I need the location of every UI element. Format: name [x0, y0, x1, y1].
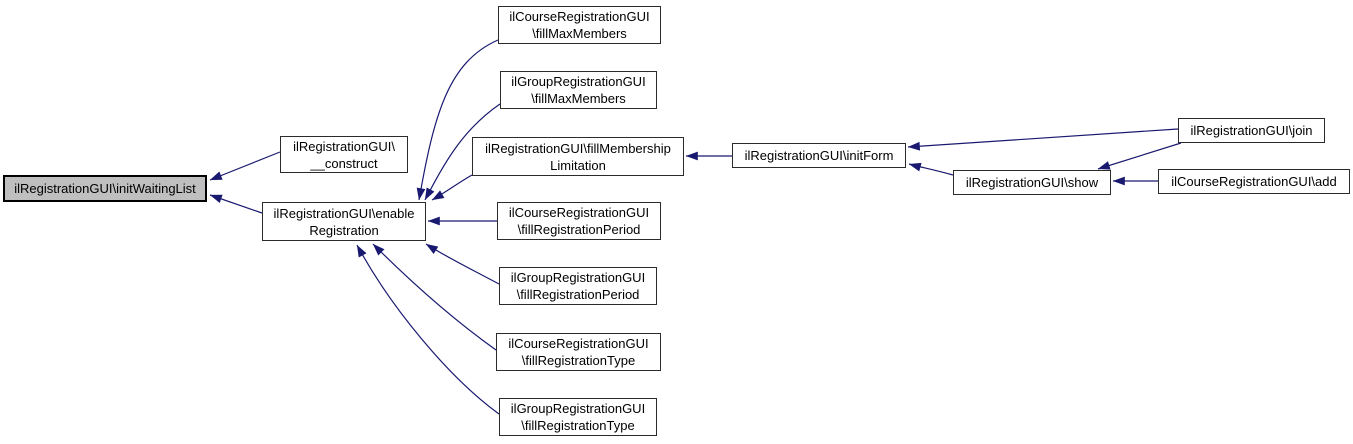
- graph-node-courseFillMaxMembers[interactable]: ilCourseRegistrationGUI \fillMaxMembers: [498, 6, 661, 44]
- node-label-line: ilCourseRegistrationGUI: [509, 9, 650, 24]
- node-label-line: ilCourseRegistrationGUI\add: [1171, 174, 1337, 189]
- graph-edge-join-show: [1097, 142, 1182, 170]
- node-label-line: ilRegistrationGUI\join: [1190, 123, 1313, 138]
- node-label-line: \fillMaxMembers: [532, 26, 627, 41]
- graph-edge-join-initForm: [907, 128, 1179, 151]
- node-label-line: ilRegistrationGUI\initWaitingList: [14, 181, 196, 196]
- node-label-line: Limitation: [550, 157, 606, 173]
- node-label-line: \fillRegistrationPeriod: [516, 287, 640, 302]
- graph-node-construct[interactable]: ilRegistrationGUI\__construct: [280, 136, 408, 173]
- graph-edge-courseFillMaxMembers-enableRegistration: [416, 39, 499, 201]
- graph-node-groupFillRegistrationType[interactable]: ilGroupRegistrationGUI \fillRegistrationT…: [499, 398, 657, 436]
- graph-edge-construct-initWaitingList: [209, 151, 281, 181]
- graph-node-courseFillRegistrationPeriod[interactable]: ilCourseRegistrationGUI \fillRegistration…: [497, 202, 661, 240]
- graph-node-courseFillRegistrationType[interactable]: ilCourseRegistrationGUI \fillRegistration…: [496, 333, 661, 371]
- graph-edge-fillMembershipLimitation-enableRegistration: [431, 174, 473, 201]
- node-label-line: ilRegistrationGUI\initForm: [744, 148, 894, 163]
- graph-node-groupFillMaxMembers[interactable]: ilGroupRegistrationGUI \fillMaxMembers: [500, 71, 657, 109]
- node-label-line: Registration: [309, 222, 379, 238]
- graph-edge-groupFillRegistrationPeriod-enableRegistration: [425, 243, 500, 285]
- node-label-line: ilCourseRegistrationGUI: [508, 205, 650, 220]
- node-label-line: ilGroupRegistrationGUI: [510, 270, 646, 285]
- graph-edge-show-initForm: [908, 162, 954, 176]
- node-label-line: \fillRegistrationPeriod: [517, 222, 641, 237]
- node-label-line: ilRegistrationGUI\fillMembership: [485, 140, 671, 156]
- node-label-line: ilRegistrationGUI\enable: [273, 205, 415, 221]
- node-label-line: \fillMaxMembers: [531, 91, 626, 106]
- graph-edge-groupFillRegistrationType-enableRegistration: [356, 244, 500, 415]
- graph-node-join[interactable]: ilRegistrationGUI\join: [1178, 118, 1325, 143]
- node-label-line: ilGroupRegistrationGUI: [511, 74, 646, 89]
- graph-node-initForm[interactable]: ilRegistrationGUI\initForm: [732, 143, 906, 168]
- graph-node-add[interactable]: ilCourseRegistrationGUI\add: [1158, 169, 1350, 194]
- graph-edge-courseFillRegistrationType-enableRegistration: [372, 243, 497, 351]
- node-label-line: \fillRegistrationType: [521, 353, 636, 368]
- node-label-line: ilRegistrationGUI\show: [965, 175, 1099, 190]
- graph-node-initWaitingList: ilRegistrationGUI\initWaitingList: [3, 175, 207, 202]
- graph-node-groupFillRegistrationPeriod[interactable]: ilGroupRegistrationGUI \fillRegistrationP…: [499, 267, 657, 305]
- graph-node-show[interactable]: ilRegistrationGUI\show: [953, 170, 1111, 195]
- node-label-line: ilGroupRegistrationGUI: [510, 401, 646, 416]
- node-label-line: \fillRegistrationType: [521, 418, 635, 433]
- graph-edge-enableRegistration-initWaitingList: [209, 194, 263, 214]
- node-label-line: ilCourseRegistrationGUI: [508, 336, 649, 351]
- node-label-line: ilRegistrationGUI\: [293, 138, 395, 154]
- node-label-line: __construct: [310, 155, 378, 171]
